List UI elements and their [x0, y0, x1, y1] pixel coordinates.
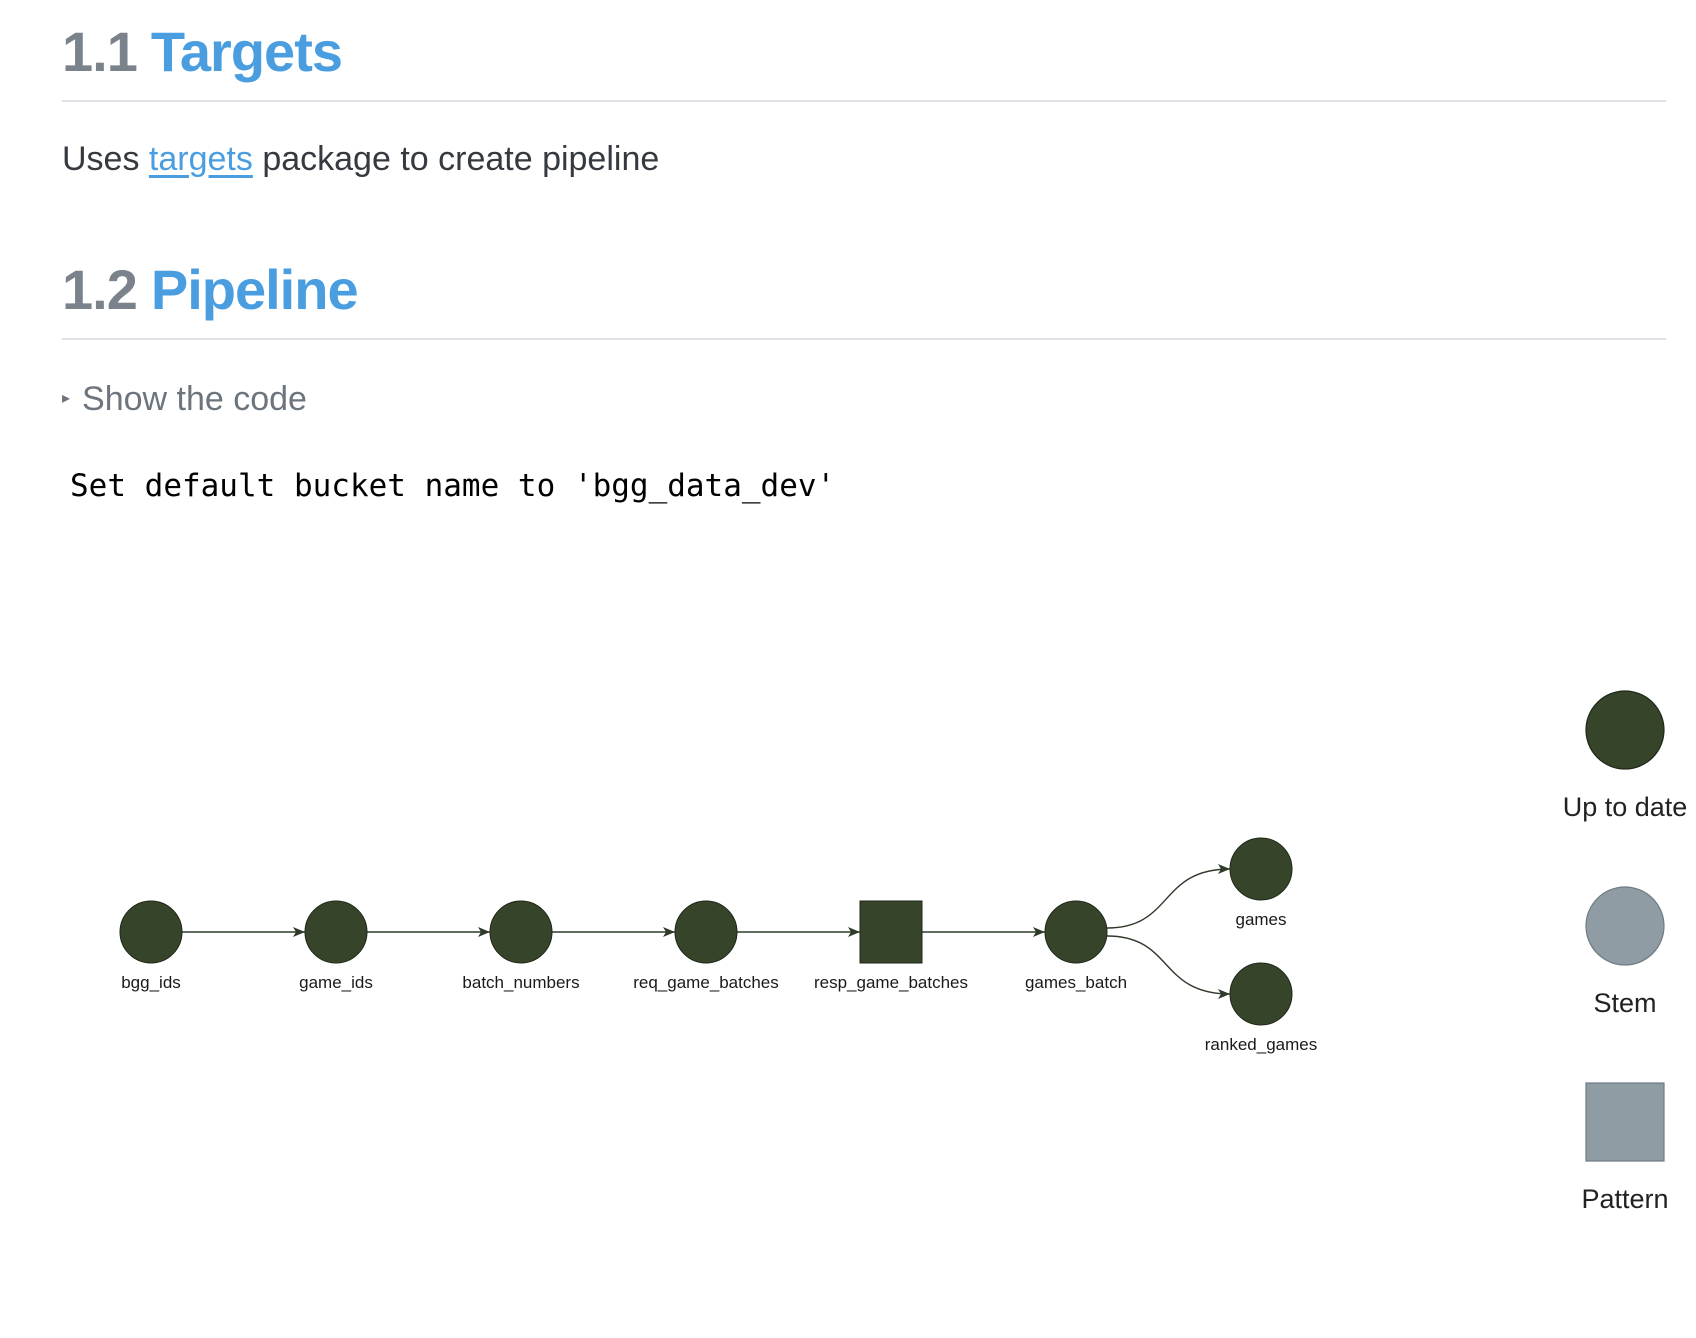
intro-paragraph: Uses targets package to create pipeline [62, 140, 659, 179]
node-circle-icon [304, 900, 368, 964]
section-title[interactable]: Pipeline [150, 258, 359, 321]
node-circle-icon [1229, 962, 1293, 1026]
legend-square-icon [1585, 1082, 1665, 1162]
section-divider [62, 338, 1666, 340]
code-output: Set default bucket name to 'bgg_data_dev… [70, 468, 836, 504]
node-circle-icon [489, 900, 553, 964]
legend-label: Up to date [1563, 792, 1688, 822]
graph-edges [182, 864, 1231, 999]
show-code-toggle[interactable]: ▸ Show the code [62, 380, 307, 419]
node-circle-icon [1229, 837, 1293, 901]
legend-item-pattern: Pattern [1581, 1082, 1669, 1214]
node-square-icon [859, 900, 923, 964]
legend-label: Pattern [1581, 1184, 1668, 1214]
node-resp_game_batches[interactable]: resp_game_batches [814, 900, 968, 992]
node-label: batch_numbers [462, 973, 579, 992]
node-bgg_ids[interactable]: bgg_ids [119, 900, 183, 992]
node-ranked_games[interactable]: ranked_games [1205, 962, 1317, 1054]
node-label: resp_game_batches [814, 973, 968, 992]
node-label: bgg_ids [121, 973, 181, 992]
node-label: req_game_batches [633, 973, 779, 992]
node-label: games [1235, 910, 1286, 929]
node-games_batch[interactable]: games_batch [1025, 900, 1127, 992]
node-req_game_batches[interactable]: req_game_batches [633, 900, 779, 992]
targets-package-link[interactable]: targets [148, 140, 253, 178]
intro-prefix: Uses [62, 140, 140, 178]
node-label: game_ids [299, 973, 373, 992]
edge-games_batch-to-games [1106, 864, 1231, 929]
node-label: ranked_games [1205, 1035, 1317, 1054]
section-divider [62, 100, 1666, 102]
edge-games_batch-to-ranked_games [1106, 935, 1231, 999]
node-circle-icon [674, 900, 738, 964]
node-games[interactable]: games [1229, 837, 1293, 929]
legend-item-stem: Stem [1585, 886, 1665, 1018]
node-circle-icon [119, 900, 183, 964]
graph-nodes: bgg_ids game_ids batch_numbers req_game_bat… [119, 837, 1317, 1054]
section-number: 1.2 [62, 258, 138, 321]
disclosure-triangle-icon: ▸ [62, 390, 71, 408]
node-batch_numbers[interactable]: batch_numbers [462, 900, 580, 992]
node-circle-icon [1044, 900, 1108, 964]
show-code-label: Show the code [82, 380, 307, 418]
legend-label: Stem [1593, 988, 1656, 1018]
legend-item-up-to-date: Up to date [1563, 690, 1688, 822]
intro-suffix: package to create pipeline [262, 140, 660, 178]
legend-circle-icon [1585, 886, 1665, 966]
section-number: 1.1 [62, 20, 138, 83]
section-title[interactable]: Targets [150, 20, 343, 83]
legend-circle-icon [1585, 690, 1665, 770]
node-game_ids[interactable]: game_ids [299, 900, 373, 992]
node-label: games_batch [1025, 973, 1127, 992]
